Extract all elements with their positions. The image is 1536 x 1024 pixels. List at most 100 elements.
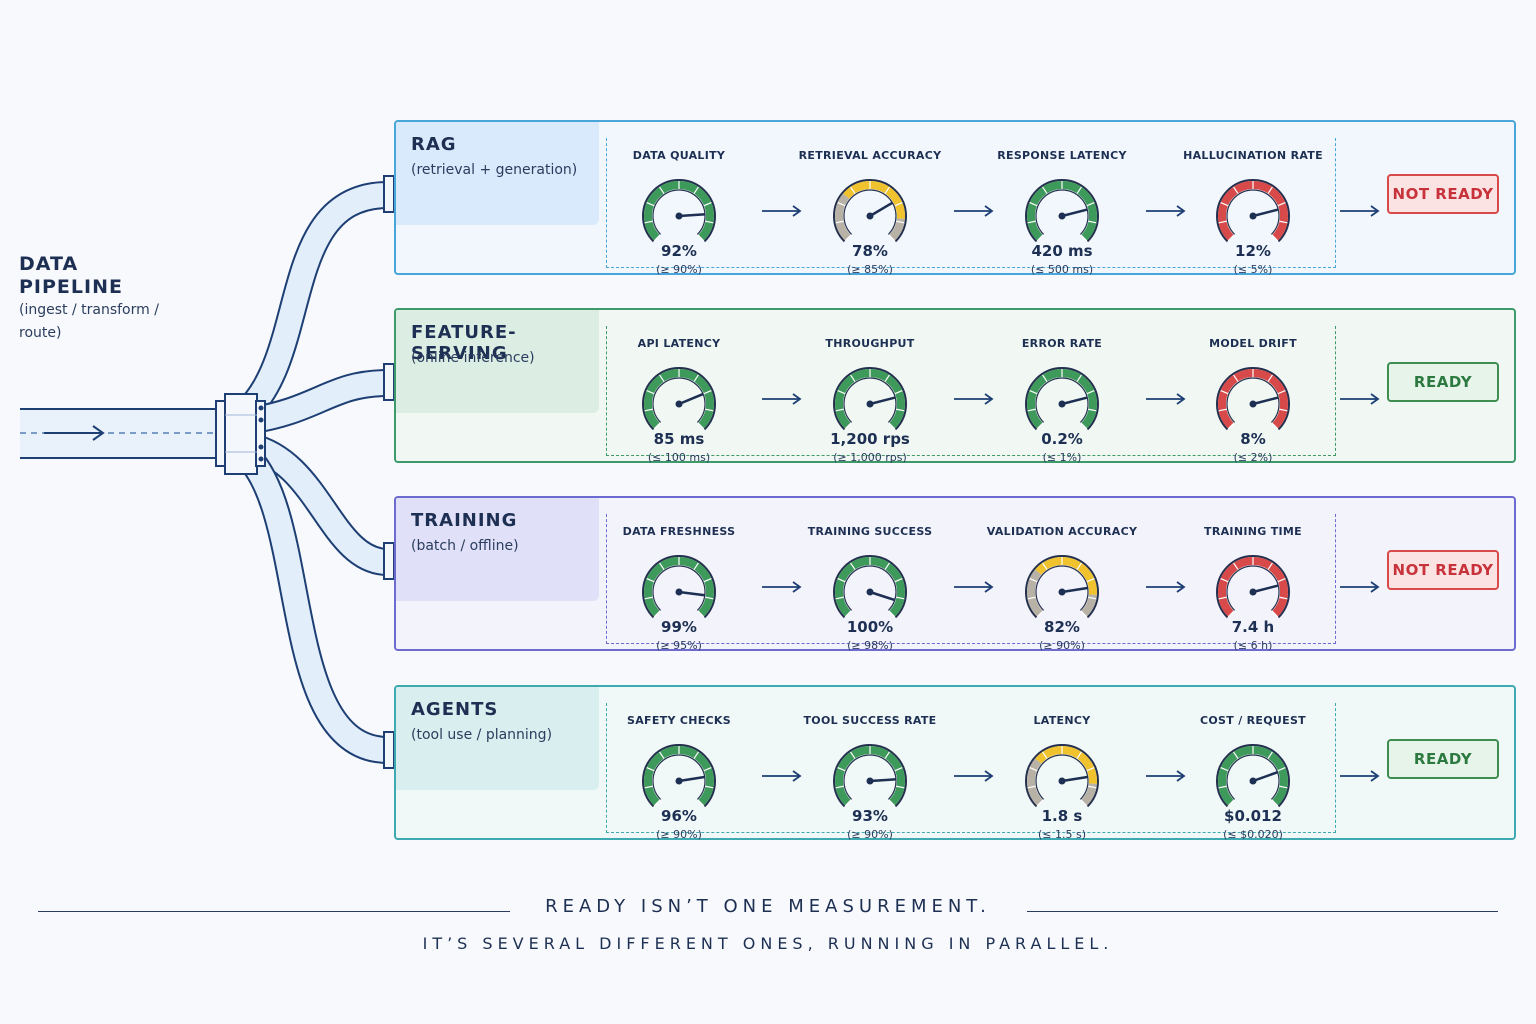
pipe-connectors: [383, 175, 395, 769]
gauge-tick: [644, 785, 653, 789]
gauge-tick: [646, 578, 655, 583]
gauge-tick: [693, 751, 699, 759]
gauge-icon: [642, 179, 716, 243]
gauge-tick: [646, 390, 655, 395]
metric-value: 78%: [852, 242, 888, 260]
gauge-tick: [844, 234, 852, 242]
gauge-tick: [837, 767, 846, 772]
gauge-tick: [884, 751, 890, 759]
gauge-rim: [1216, 744, 1290, 808]
gauge-hub: [866, 588, 874, 596]
panel-subtitle: (batch / offline): [411, 538, 519, 554]
gauge-tick: [1027, 596, 1036, 600]
gauge-tick: [1220, 578, 1229, 583]
panel-header: TRAINING(batch / offline): [396, 498, 599, 601]
gauge-inner-rim: [843, 377, 897, 423]
gauge-tick: [837, 390, 846, 395]
gauge-rim: [1025, 179, 1099, 243]
gauge-rim: [1216, 555, 1290, 619]
metric-label: MODEL DRIFT: [1209, 337, 1297, 350]
gauge-tick: [888, 610, 896, 618]
gauge-needle: [1251, 584, 1279, 594]
right-arrow-icon: [1146, 205, 1186, 217]
gauge-tick: [1042, 374, 1048, 382]
metric-label: HALLUCINATION RATE: [1183, 149, 1323, 162]
gauge-zone-1: [1035, 557, 1097, 596]
gauge-hub: [675, 777, 683, 785]
metric-target: (≤ 100 ms): [647, 451, 711, 464]
gauge-tick: [653, 799, 661, 807]
gauge-tick: [644, 596, 653, 600]
gauge-rim: [642, 744, 716, 808]
gauge-tick: [1271, 799, 1279, 807]
gauge-tick: [1088, 408, 1097, 412]
gauge-icon: [1216, 179, 1290, 243]
gauge-tick: [1267, 751, 1273, 759]
gauge-tick: [835, 220, 844, 224]
gauge-tick: [1080, 422, 1088, 430]
panel-header: RAG(retrieval + generation): [396, 122, 599, 225]
gauge-tick: [837, 202, 846, 207]
metric-value: 99%: [661, 618, 697, 636]
right-arrow-icon: [762, 581, 802, 593]
metric-label: DATA FRESHNESS: [622, 525, 736, 538]
gauge-tick: [850, 562, 856, 570]
gauge-rim: [642, 179, 716, 243]
metric-target: (≥ 95%): [656, 639, 702, 652]
metric-target: (≤ 500 ms): [1030, 263, 1094, 276]
metric-value: 93%: [852, 807, 888, 825]
gauge-hub: [1058, 588, 1066, 596]
gauge-zone-2: [1080, 594, 1097, 617]
metric-value: 85 ms: [653, 430, 705, 448]
gauge-tick: [1029, 767, 1038, 772]
gauge-hub: [866, 212, 874, 220]
gauge-hub: [1058, 400, 1066, 408]
gauge-needle: [1251, 208, 1279, 218]
gauge-tick: [1036, 610, 1044, 618]
gauge-tick: [1218, 220, 1227, 224]
gauge-tick: [653, 422, 661, 430]
gauge-inner-rim: [1226, 565, 1280, 611]
right-arrow-icon: [954, 205, 994, 217]
gauge-tick: [884, 562, 890, 570]
gauge-needle: [868, 396, 896, 406]
metric-label: DATA QUALITY: [632, 149, 726, 162]
gauge-tick: [844, 799, 852, 807]
metric-target: (≥ 90%): [1039, 639, 1085, 652]
gauge-needle: [1060, 396, 1088, 406]
metric-value: 1,200 rps: [830, 430, 910, 448]
gauge-inner-rim: [652, 754, 706, 800]
panel-subtitle: (online inference): [411, 350, 535, 366]
gauge-needle: [677, 393, 704, 406]
gauge-icon: [1216, 744, 1290, 808]
gauge-tick: [1220, 202, 1229, 207]
gauge-tick: [1036, 422, 1044, 430]
gauge-tick: [1027, 785, 1036, 789]
gauge-needle: [868, 778, 897, 783]
gauge-tick: [1036, 234, 1044, 242]
right-arrow-icon: [954, 581, 994, 593]
gauge-hub: [1058, 212, 1066, 220]
gauge-inner-rim: [652, 565, 706, 611]
gauge-needle: [1060, 586, 1088, 594]
panel-title: RAG: [411, 134, 457, 155]
gauge-needle: [868, 202, 893, 218]
gauge-tick: [1227, 422, 1235, 430]
gauge-icon: [833, 555, 907, 619]
gauge-zone-2: [1080, 783, 1097, 806]
gauge-tick: [644, 408, 653, 412]
gauge-inner-rim: [1226, 754, 1280, 800]
gauge-icon: [1025, 744, 1099, 808]
junction-hub-icon: [215, 393, 266, 475]
right-arrow-icon: [762, 770, 802, 782]
gauge-inner-rim: [843, 565, 897, 611]
metric-value: 0.2%: [1041, 430, 1083, 448]
gauge-tick: [1220, 767, 1229, 772]
status-badge: READY: [1387, 739, 1499, 779]
metric-target: (≤ 5%): [1233, 263, 1273, 276]
gauge-tick: [1076, 751, 1082, 759]
gauge-inner-rim: [1226, 377, 1280, 423]
gauge-tick: [1076, 186, 1082, 194]
metric-target: (≥ 90%): [656, 828, 702, 841]
